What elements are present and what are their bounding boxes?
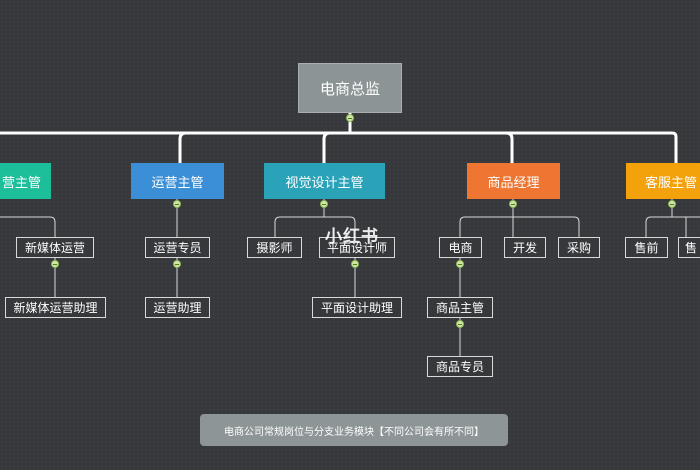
role-node-new-media-ops-assistant[interactable]: 新媒体运营助理 — [5, 297, 106, 318]
role-label: 运营助理 — [153, 301, 202, 315]
role-label: 售前 — [634, 241, 659, 255]
role-node-product-supervisor[interactable]: 商品主管 — [427, 297, 493, 318]
role-node-ecommerce[interactable]: 电商 — [439, 237, 482, 258]
root-node-label: 电商总监 — [319, 79, 380, 98]
role-label: 商品专员 — [435, 360, 484, 374]
role-label: 平面设计助理 — [320, 301, 393, 315]
role-node-development[interactable]: 开发 — [504, 237, 546, 258]
role-node-graphic-design-assistant[interactable]: 平面设计助理 — [312, 297, 402, 318]
role-node-product-specialist[interactable]: 商品专员 — [427, 356, 493, 377]
dept-node-operations-supervisor[interactable]: 运营主管 — [131, 163, 224, 199]
role-node-aftersales-partial[interactable]: 售 — [678, 237, 700, 258]
collapse-toggle-operations[interactable] — [173, 200, 181, 208]
dept-node-customer-service-supervisor[interactable]: 客服主管 — [626, 163, 700, 199]
role-label: 平面设计师 — [326, 241, 387, 255]
caption-text: 电商公司常规岗位与分支业务模块【不同公司会有所不同】 — [224, 426, 484, 438]
root-node-ecommerce-director[interactable]: 电商总监 — [298, 63, 402, 113]
dept-node-operations-partial[interactable]: 营主管 — [0, 163, 51, 199]
role-label: 售 — [685, 241, 698, 255]
role-label: 电商 — [448, 241, 473, 255]
dept-label: 商品经理 — [487, 175, 540, 191]
collapse-toggle-root[interactable] — [346, 114, 354, 122]
collapse-toggle-graphic-designer[interactable] — [351, 260, 359, 268]
role-node-presales[interactable]: 售前 — [625, 237, 668, 258]
collapse-toggle-product-supervisor[interactable] — [456, 320, 464, 328]
role-label: 新媒体运营助理 — [13, 301, 98, 315]
dept-node-visual-design-supervisor[interactable]: 视觉设计主管 — [264, 163, 385, 199]
dept-label: 视觉设计主管 — [285, 175, 364, 191]
role-label: 商品主管 — [435, 301, 484, 315]
role-label: 新媒体运营 — [24, 241, 85, 255]
role-node-photographer[interactable]: 摄影师 — [247, 237, 302, 258]
role-node-graphic-designer[interactable]: 平面设计师 — [319, 237, 395, 258]
role-node-new-media-ops[interactable]: 新媒体运营 — [16, 237, 94, 258]
collapse-toggle-ops-specialist[interactable] — [173, 260, 181, 268]
collapse-toggle-product[interactable] — [509, 200, 517, 208]
collapse-toggle-ecommerce[interactable] — [456, 260, 464, 268]
xiaohongshu-watermark: 小红书 — [325, 227, 379, 247]
collapse-toggle-customer-service[interactable] — [668, 200, 676, 208]
dept-node-product-manager[interactable]: 商品经理 — [467, 163, 560, 199]
role-label: 摄影师 — [256, 241, 293, 255]
dept-label: 营主管 — [1, 175, 41, 191]
role-label: 运营专员 — [153, 241, 202, 255]
diagram-caption: 电商公司常规岗位与分支业务模块【不同公司会有所不同】 — [200, 414, 508, 446]
role-node-procurement[interactable]: 采购 — [558, 237, 600, 258]
role-label: 开发 — [512, 241, 537, 255]
dept-label: 运营主管 — [151, 175, 204, 191]
dept-label: 客服主管 — [645, 175, 698, 191]
collapse-toggle-new-media-ops[interactable] — [51, 260, 59, 268]
role-node-ops-assistant[interactable]: 运营助理 — [145, 297, 210, 318]
role-label: 采购 — [566, 241, 591, 255]
role-node-ops-specialist[interactable]: 运营专员 — [145, 237, 210, 258]
collapse-toggle-visual-design[interactable] — [320, 200, 328, 208]
